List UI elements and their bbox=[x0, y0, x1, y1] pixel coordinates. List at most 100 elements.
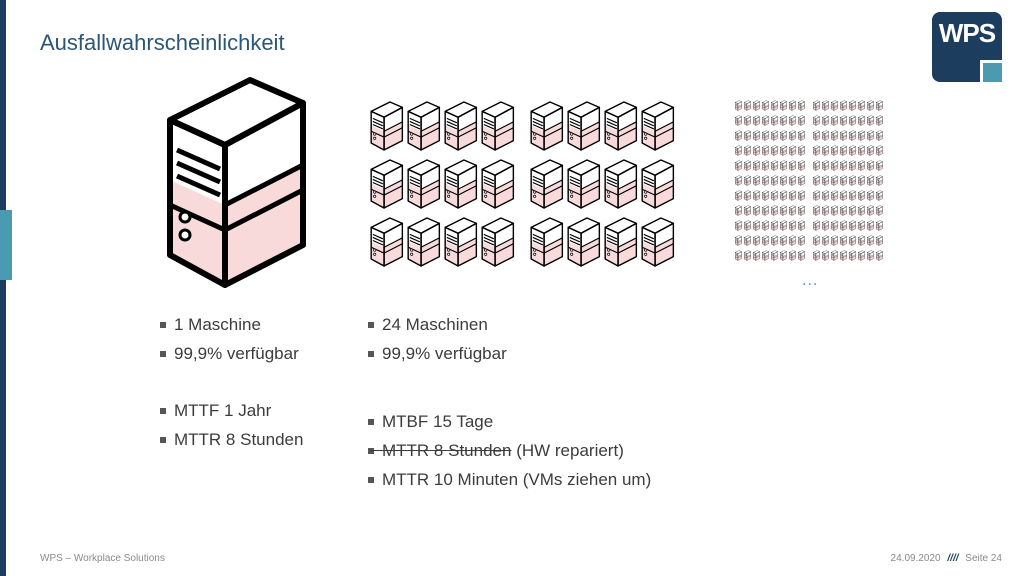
server-icon bbox=[858, 235, 865, 246]
server-icon bbox=[813, 250, 820, 261]
server-icon bbox=[867, 175, 874, 186]
server-icon bbox=[481, 159, 515, 209]
server-icon bbox=[831, 205, 838, 216]
server-icon bbox=[789, 190, 796, 201]
server-icon bbox=[762, 190, 769, 201]
server-icon bbox=[867, 100, 874, 111]
server-icon bbox=[407, 159, 441, 209]
server-icon bbox=[753, 175, 760, 186]
server-icon bbox=[798, 175, 805, 186]
server-icon bbox=[831, 190, 838, 201]
server-icon bbox=[753, 100, 760, 111]
server-icon bbox=[771, 145, 778, 156]
server-icon bbox=[858, 100, 865, 111]
server-icon bbox=[822, 115, 829, 126]
server-icon bbox=[753, 145, 760, 156]
list-item-mtbf: MTBF 15 Tage bbox=[368, 407, 651, 436]
server-icon bbox=[771, 250, 778, 261]
server-icon bbox=[735, 130, 742, 141]
server-icon bbox=[753, 160, 760, 171]
server-icon bbox=[444, 159, 478, 209]
server-icon bbox=[849, 100, 856, 111]
list-item-mttr-new: MTTR 10 Minuten (VMs ziehen um) bbox=[368, 465, 651, 494]
server-icon bbox=[735, 205, 742, 216]
server-icon bbox=[876, 250, 883, 261]
server-icon bbox=[789, 175, 796, 186]
server-icon bbox=[370, 217, 404, 267]
server-icon bbox=[858, 160, 865, 171]
server-icon bbox=[840, 175, 847, 186]
server-icon bbox=[780, 160, 787, 171]
server-icon bbox=[771, 220, 778, 231]
server-icon bbox=[822, 190, 829, 201]
server-icon bbox=[735, 190, 742, 201]
server-icon bbox=[780, 250, 787, 261]
server-icon bbox=[604, 159, 638, 209]
footer-date: 24.09.2020 bbox=[890, 553, 941, 564]
server-icon bbox=[771, 160, 778, 171]
server-icon bbox=[840, 160, 847, 171]
server-icon bbox=[813, 160, 820, 171]
server-icon bbox=[753, 190, 760, 201]
server-icon bbox=[876, 220, 883, 231]
server-icon bbox=[840, 115, 847, 126]
server-icon bbox=[744, 250, 751, 261]
footer-separator: //// bbox=[947, 553, 959, 564]
server-icon bbox=[762, 250, 769, 261]
server-icon bbox=[780, 220, 787, 231]
server-icon bbox=[641, 101, 675, 151]
server-icon bbox=[798, 220, 805, 231]
server-icon bbox=[798, 190, 805, 201]
server-icon bbox=[762, 175, 769, 186]
server-icon bbox=[840, 205, 847, 216]
server-icon bbox=[831, 250, 838, 261]
server-icon bbox=[641, 159, 675, 209]
server-icon bbox=[744, 130, 751, 141]
server-icon bbox=[762, 160, 769, 171]
server-icon bbox=[771, 235, 778, 246]
server-icon bbox=[822, 250, 829, 261]
server-icon bbox=[813, 100, 820, 111]
server-icon bbox=[780, 175, 787, 186]
server-icon bbox=[789, 205, 796, 216]
server-icon bbox=[867, 145, 874, 156]
server-icon bbox=[840, 190, 847, 201]
server-icon bbox=[876, 175, 883, 186]
strike-through-line bbox=[370, 450, 384, 451]
single-machine-list-2: MTTF 1 Jahr MTTR 8 Stunden bbox=[160, 396, 303, 454]
server-icon bbox=[744, 100, 751, 111]
server-icon bbox=[831, 115, 838, 126]
server-icon bbox=[604, 217, 638, 267]
list-item-mttr-struck: MTTR 8 Stunden (HW repariert) bbox=[368, 436, 651, 465]
server-icon bbox=[840, 220, 847, 231]
server-icon bbox=[370, 101, 404, 151]
server-icon bbox=[762, 100, 769, 111]
server-icon bbox=[867, 205, 874, 216]
list-item: 99,9% verfügbar bbox=[368, 339, 507, 368]
server-icon bbox=[407, 217, 441, 267]
server-icon bbox=[831, 100, 838, 111]
server-icon bbox=[744, 190, 751, 201]
server-icon bbox=[744, 145, 751, 156]
server-icon bbox=[876, 100, 883, 111]
left-edge-bar-top bbox=[0, 0, 6, 210]
server-icon bbox=[744, 205, 751, 216]
server-icon bbox=[831, 145, 838, 156]
server-icon bbox=[789, 160, 796, 171]
server-icon bbox=[822, 205, 829, 216]
server-icon bbox=[813, 175, 820, 186]
server-icon bbox=[867, 250, 874, 261]
server-icon bbox=[789, 145, 796, 156]
server-icon bbox=[641, 217, 675, 267]
server-grid-24 bbox=[370, 101, 675, 267]
server-icon bbox=[831, 220, 838, 231]
server-icon bbox=[813, 130, 820, 141]
server-grid-many bbox=[735, 100, 883, 261]
server-icon bbox=[780, 190, 787, 201]
server-icon bbox=[762, 145, 769, 156]
server-icon bbox=[867, 235, 874, 246]
footer-meta: 24.09.2020 //// Seite 24 bbox=[891, 553, 1002, 564]
server-icon bbox=[789, 130, 796, 141]
list-item: MTTF 1 Jahr bbox=[160, 396, 303, 425]
server-icon bbox=[444, 217, 478, 267]
